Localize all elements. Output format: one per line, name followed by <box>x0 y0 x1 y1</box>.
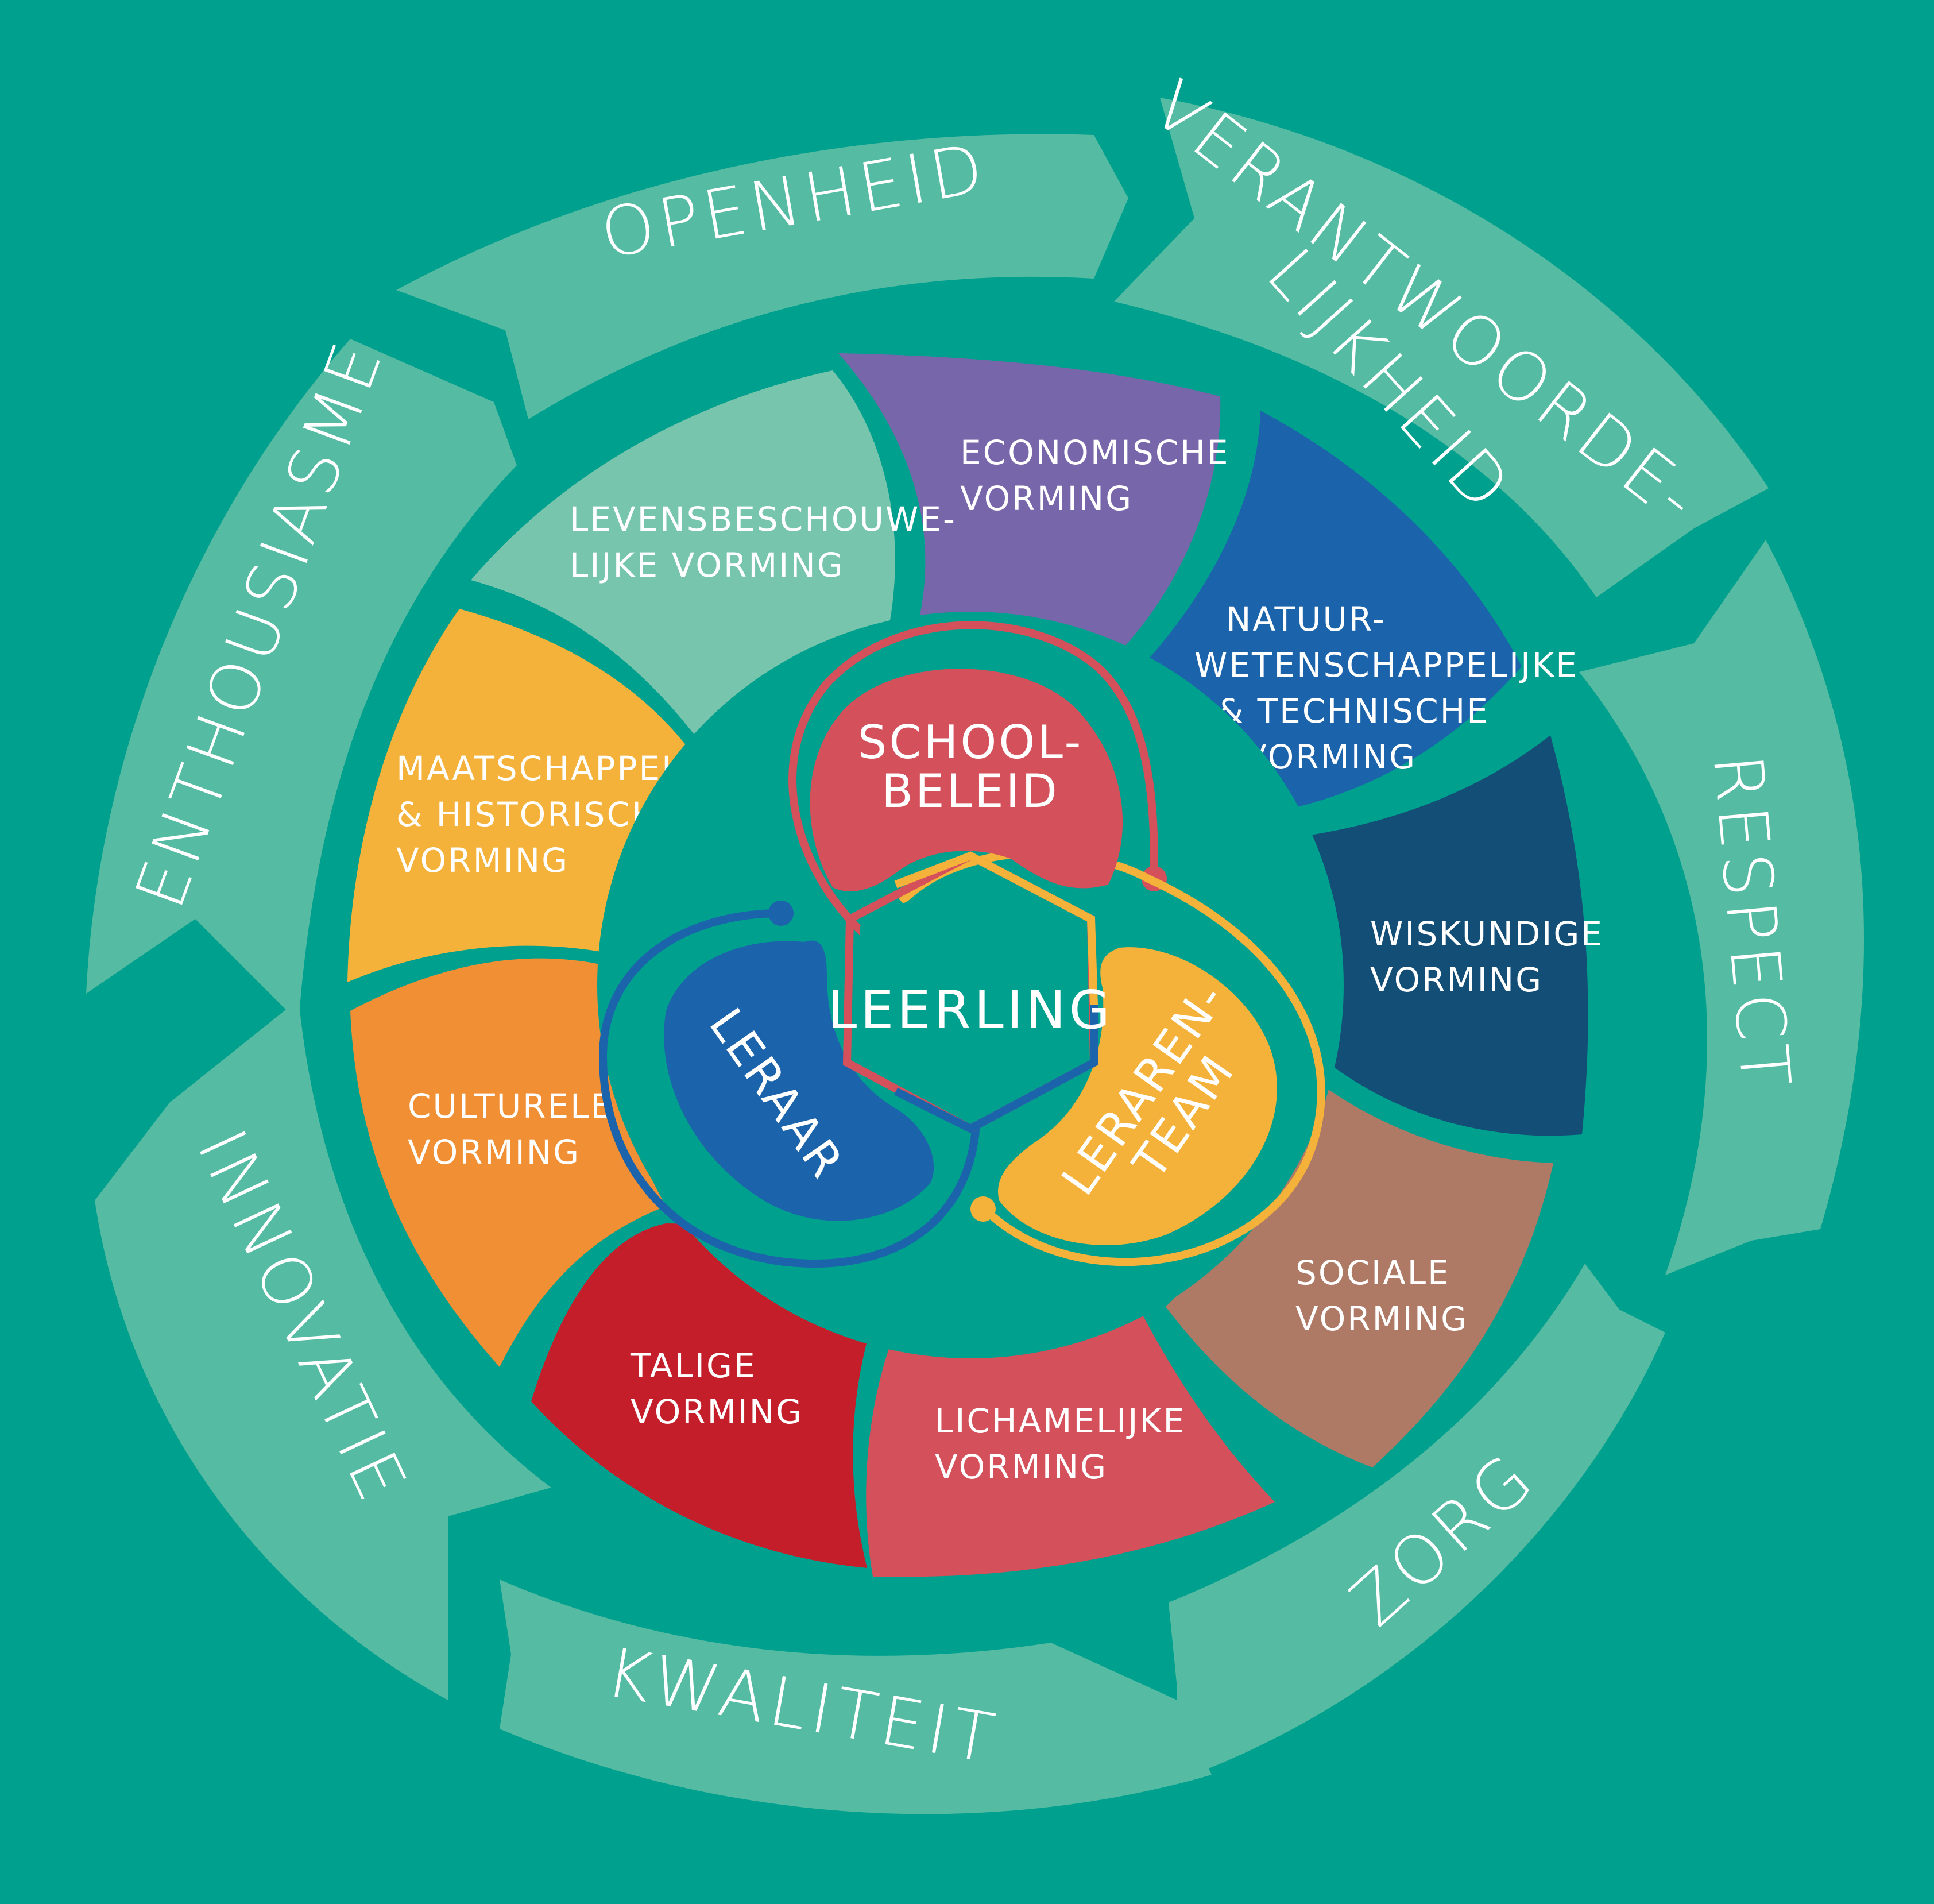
ring-arrow-innovatie <box>95 999 551 1700</box>
label-economisch: ECONOMISCHE VORMING <box>960 433 1230 518</box>
petal-lichamelijk <box>866 1292 1275 1577</box>
svg-text:VORMING: VORMING <box>396 841 569 880</box>
svg-text:LICHAMELIJKE: LICHAMELIJKE <box>935 1401 1186 1440</box>
domains-petals <box>347 353 1588 1577</box>
svg-text:VORMING: VORMING <box>960 479 1133 518</box>
ring-arrow-zorg <box>1169 1264 1665 1781</box>
ring-arrow-enthousiasme <box>86 339 517 1022</box>
svg-text:VORMING: VORMING <box>1295 1299 1468 1338</box>
petal-natuur <box>1137 411 1522 821</box>
values-ring <box>86 98 1865 1814</box>
svg-text:WISKUNDIGE: WISKUNDIGE <box>1370 914 1604 953</box>
label-wiskunde: WISKUNDIGE VORMING <box>1370 914 1604 999</box>
svg-text:ECONOMISCHE: ECONOMISCHE <box>960 433 1230 472</box>
label-cultureel: CULTURELE VORMING <box>408 1087 613 1172</box>
petal-economisch <box>838 353 1221 655</box>
core-lobe-leraar <box>664 940 934 1221</box>
svg-text:SOCIALE: SOCIALE <box>1295 1253 1450 1292</box>
label-levensbeschouwelijk: LEVENSBESCHOUWE- LIJKE VORMING <box>570 500 957 585</box>
svg-text:LIJKE VORMING: LIJKE VORMING <box>570 546 845 585</box>
petal-levensbeschouwelijk <box>471 370 895 801</box>
arc-end-dot-leraar <box>768 901 794 926</box>
center-label-leerling: LEERLING <box>827 979 1113 1041</box>
svg-text:VORMING: VORMING <box>408 1133 581 1172</box>
svg-text:VORMING: VORMING <box>935 1447 1108 1486</box>
svg-text:LEVENSBESCHOUWE-: LEVENSBESCHOUWE- <box>570 500 957 539</box>
svg-text:TALIGE: TALIGE <box>630 1346 757 1385</box>
core-lobe-schoolbeleid <box>810 669 1123 891</box>
core-lobe-lerarenteam <box>998 947 1277 1245</box>
svg-text:CULTURELE: CULTURELE <box>408 1087 613 1126</box>
ring-arrow-respect <box>1579 540 1865 1275</box>
ring-arrow-verantwoordelijkheid <box>1114 98 1769 597</box>
arc-end-dot-lerarenteam <box>970 1196 996 1222</box>
ring-arrow-kwaliteit <box>500 1579 1212 1814</box>
arc-leraar <box>598 909 980 1268</box>
petal-sociaal <box>1166 1080 1553 1467</box>
arc-schoolbeleid <box>788 621 1158 945</box>
ring-arrow-openheid <box>396 134 1128 419</box>
label-sociaal: SOCIALE VORMING <box>1295 1253 1468 1338</box>
svg-text:& TECHNISCHE: & TECHNISCHE <box>1217 692 1490 731</box>
svg-text:BELEID: BELEID <box>881 764 1059 818</box>
svg-text:SCHOOL-: SCHOOL- <box>858 716 1084 769</box>
svg-text:VORMING: VORMING <box>631 1392 803 1431</box>
label-talig: TALIGE VORMING <box>630 1346 803 1431</box>
center-hexagon-border-blue <box>893 1005 1098 1133</box>
center-hexagon <box>858 868 1083 1115</box>
petal-cultureel <box>350 958 666 1367</box>
svg-text:WETENSCHAPPELIJKE: WETENSCHAPPELIJKE <box>1194 646 1579 685</box>
center-hexagon-border-yellow <box>894 851 1098 1006</box>
svg-text:VORMING: VORMING <box>1370 960 1543 999</box>
core-label-schoolbeleid: SCHOOL- BELEID <box>858 716 1084 818</box>
svg-text:NATUUR-: NATUUR- <box>1226 600 1386 639</box>
label-lichamelijk: LICHAMELIJKE VORMING <box>935 1401 1186 1486</box>
